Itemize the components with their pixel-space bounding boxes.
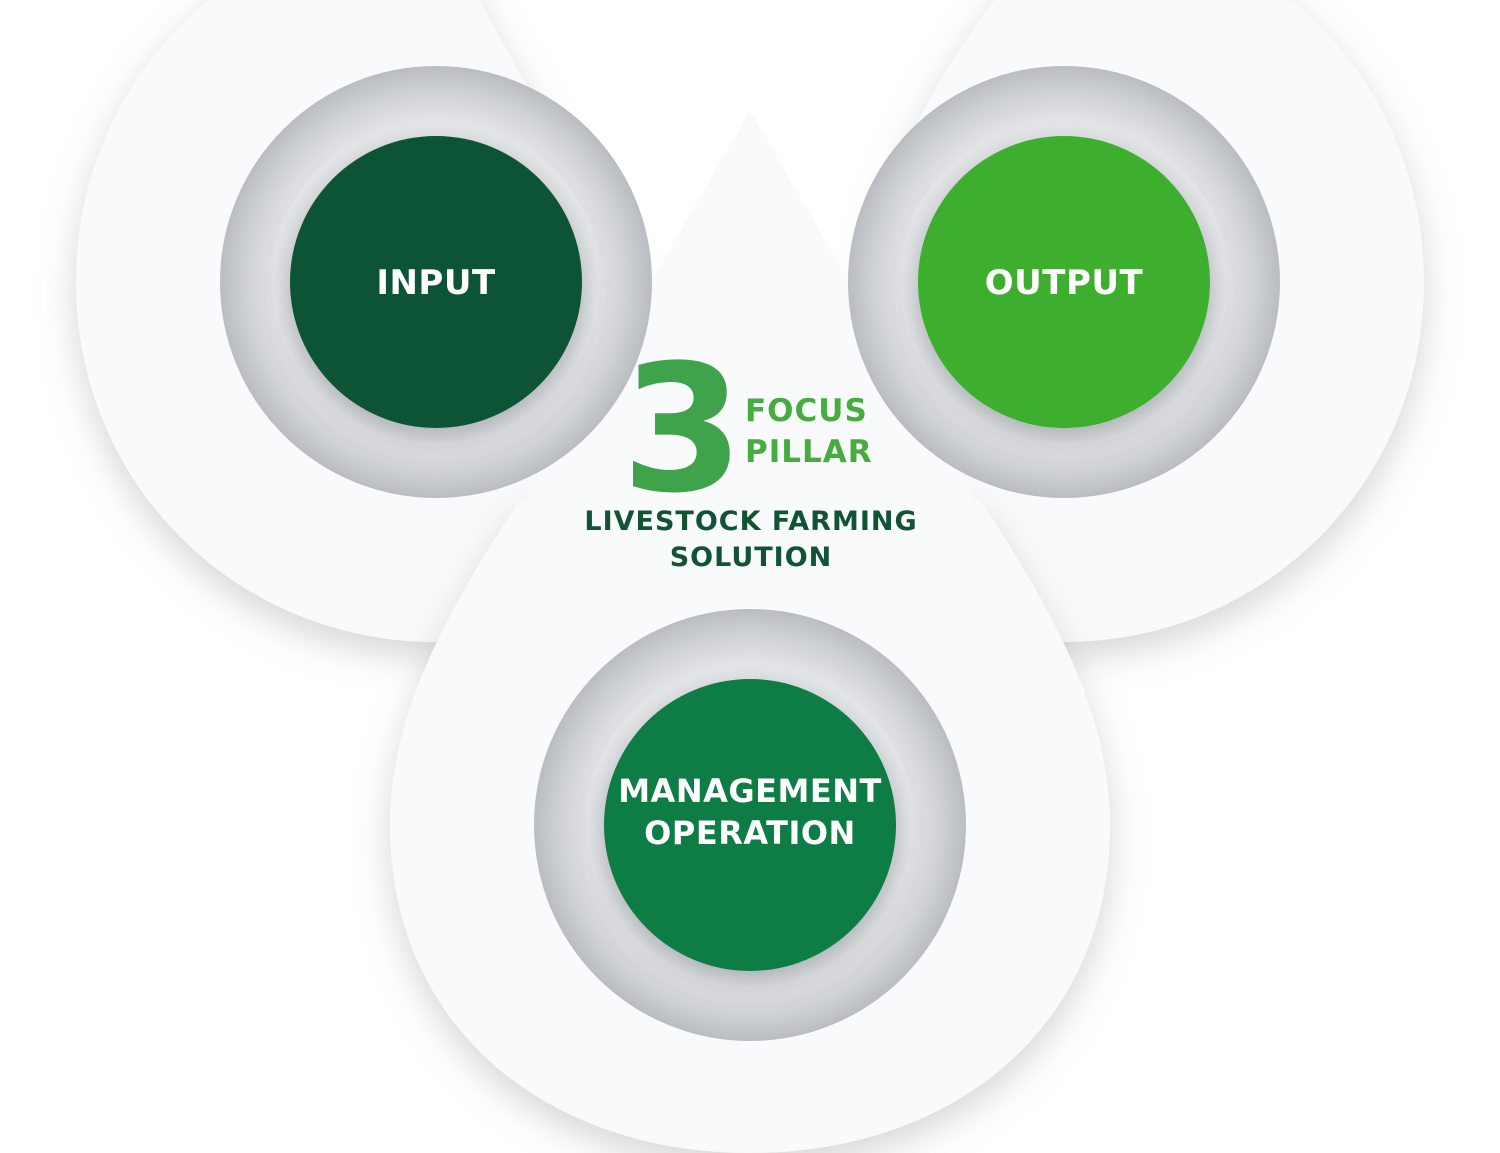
output-label-line-1: OUTPUT <box>985 263 1144 303</box>
pillar-discs: INPUT OUTPUT MANAGEMENT OPERATION <box>290 136 1210 971</box>
input-pillar-disc[interactable] <box>290 136 582 428</box>
center-subtitle-line1: LIVESTOCK FARMING <box>584 506 917 537</box>
management-pillar-disc[interactable] <box>604 679 896 971</box>
management-label-line-1: MANAGEMENT <box>618 772 882 810</box>
input-label-line-1: INPUT <box>376 263 496 303</box>
center-title-block: 3 FOCUS PILLAR LIVESTOCK FARMING SOLUTIO… <box>584 327 917 573</box>
center-focus-text: FOCUS <box>745 393 868 429</box>
center-triangle-shape <box>415 110 1085 690</box>
output-pillar-disc[interactable] <box>918 136 1210 428</box>
center-number-three: 3 <box>621 327 744 532</box>
management-label-line-2: OPERATION <box>644 814 856 852</box>
center-subtitle-line2: SOLUTION <box>670 542 833 573</box>
center-pillar-text: PILLAR <box>745 434 873 470</box>
